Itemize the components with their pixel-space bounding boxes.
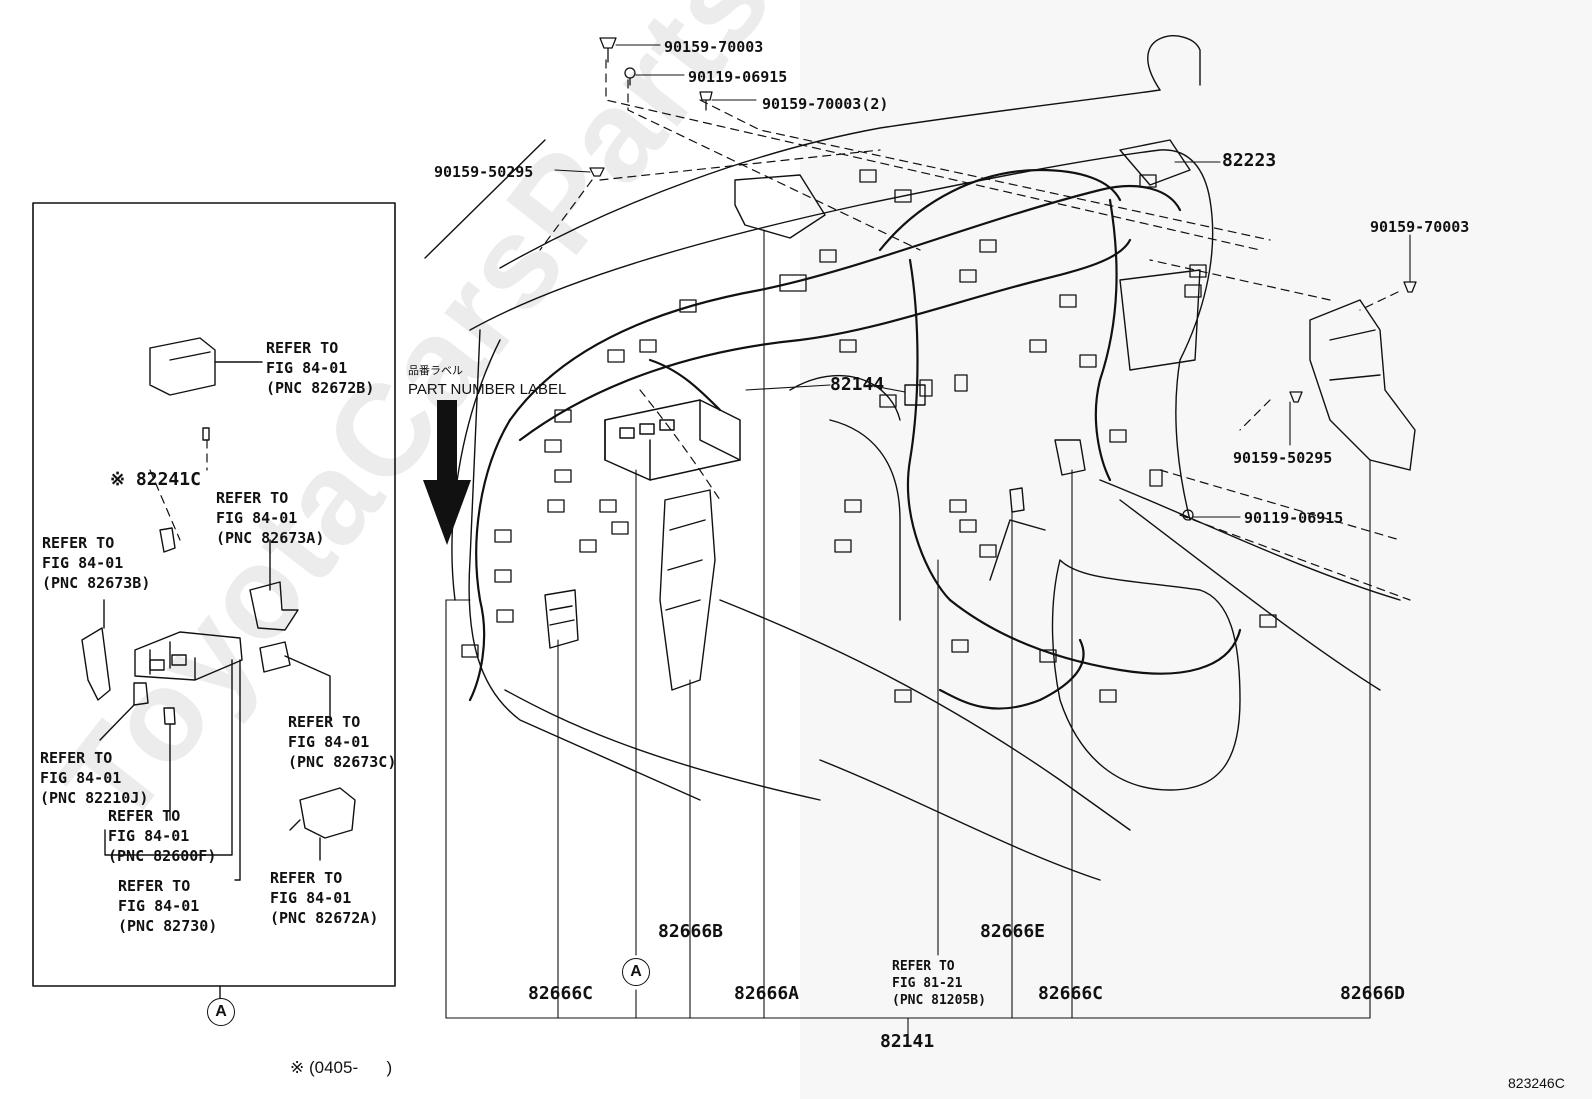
harness-left-drop — [468, 418, 512, 702]
harness-main-2 — [518, 238, 1132, 442]
inset-ref-82600F: REFER TO FIG 84-01 (PNC 82600F) — [108, 807, 217, 865]
bracket-82666C-left — [544, 589, 579, 649]
roof-line — [1147, 35, 1201, 91]
clip-82666C-right — [1054, 439, 1086, 476]
inset-ref-82673B: REFER TO FIG 84-01 (PNC 82673B) — [42, 534, 151, 592]
floor-line-2 — [819, 759, 1101, 881]
part-number-arrow — [423, 400, 471, 545]
left-pillar — [451, 339, 501, 601]
callout-90119-06915-top: 90119-06915 — [688, 68, 788, 86]
callout-90159-70003-right: 90159-70003 — [1370, 218, 1470, 236]
tunnel-line — [1119, 499, 1381, 691]
callout-82223: 82223 — [1222, 150, 1277, 171]
door-edge — [504, 689, 821, 801]
callout-82141: 82141 — [880, 1031, 935, 1052]
fasteners — [589, 37, 1417, 521]
harness-right-drop — [1094, 198, 1118, 482]
module-82223 — [1119, 139, 1191, 186]
callout-90159-50295-left: 90159-50295 — [434, 163, 534, 181]
bracket-82666D — [1309, 299, 1416, 471]
marker-a-inset: A — [207, 998, 235, 1026]
drawing-number: 823246C — [1508, 1075, 1565, 1091]
marker-a-main: A — [622, 958, 650, 986]
junction-block — [604, 399, 741, 481]
callout-90119-06915-right: 90119-06915 — [1244, 509, 1344, 527]
callout-90159-50295-right: 90159-50295 — [1233, 449, 1333, 467]
glovebox — [1119, 269, 1201, 371]
footnote: ※ (0405- ) — [290, 1058, 393, 1077]
tunnel-line-2 — [1099, 479, 1401, 601]
harness-floor-2 — [938, 638, 1085, 710]
inset-components — [81, 337, 356, 881]
callout-90159-70003-top: 90159-70003 — [664, 38, 764, 56]
right-kick — [1175, 199, 1214, 521]
bracket-82666A — [734, 174, 826, 239]
harness-floor — [948, 598, 1242, 675]
part-number-label-jp: 品番ラベル — [408, 365, 463, 377]
inset-ref-82730: REFER TO FIG 84-01 (PNC 82730) — [118, 877, 218, 935]
part-number-label-en: PART NUMBER LABEL — [408, 381, 567, 398]
center-console — [1051, 559, 1241, 791]
inset-ref-82672A: REFER TO FIG 84-01 (PNC 82672A) — [270, 869, 379, 927]
harness-center-drop — [906, 258, 952, 602]
harness-to-junction — [648, 358, 722, 412]
callout-82666C-right: 82666C — [1038, 983, 1104, 1004]
callout-82144: 82144 — [830, 374, 885, 395]
harness-top-arc — [878, 168, 1122, 252]
center-stack — [829, 419, 901, 621]
background-shade — [800, 0, 1592, 1099]
callout-82666D: 82666D — [1340, 983, 1406, 1004]
callout-82666C-left: 82666C — [528, 983, 594, 1004]
clip-82666E — [1009, 487, 1025, 513]
inset-frame — [32, 202, 396, 987]
inset-ref-82673C: REFER TO FIG 84-01 (PNC 82673C) — [288, 713, 397, 771]
callout-82666B: 82666B — [658, 921, 724, 942]
harness-main-1 — [508, 185, 1182, 422]
dash-upper — [469, 149, 1211, 331]
console-front — [989, 519, 1046, 581]
inset-ref-82672B: REFER TO FIG 84-01 (PNC 82672B) — [266, 339, 375, 397]
windshield-line — [424, 139, 546, 259]
relay-82144 — [904, 384, 926, 406]
callout-82666E: 82666E — [980, 921, 1046, 942]
callout-refer-81-21: REFER TO FIG 81-21 (PNC 81205B) — [892, 959, 986, 1008]
bracket-82666B — [659, 489, 716, 691]
callout-82666A: 82666A — [734, 983, 800, 1004]
inset-ref-82210J: REFER TO FIG 84-01 (PNC 82210J) — [40, 749, 149, 807]
inset-part-82241C: ※ 82241C — [110, 469, 201, 490]
floor-line-1 — [719, 599, 1131, 831]
dash-face — [468, 329, 701, 801]
inset-ref-82673A: REFER TO FIG 84-01 (PNC 82673A) — [216, 489, 325, 547]
callout-90159-70003-2: 90159-70003(2) — [762, 95, 889, 113]
cowl-top — [499, 89, 1161, 269]
